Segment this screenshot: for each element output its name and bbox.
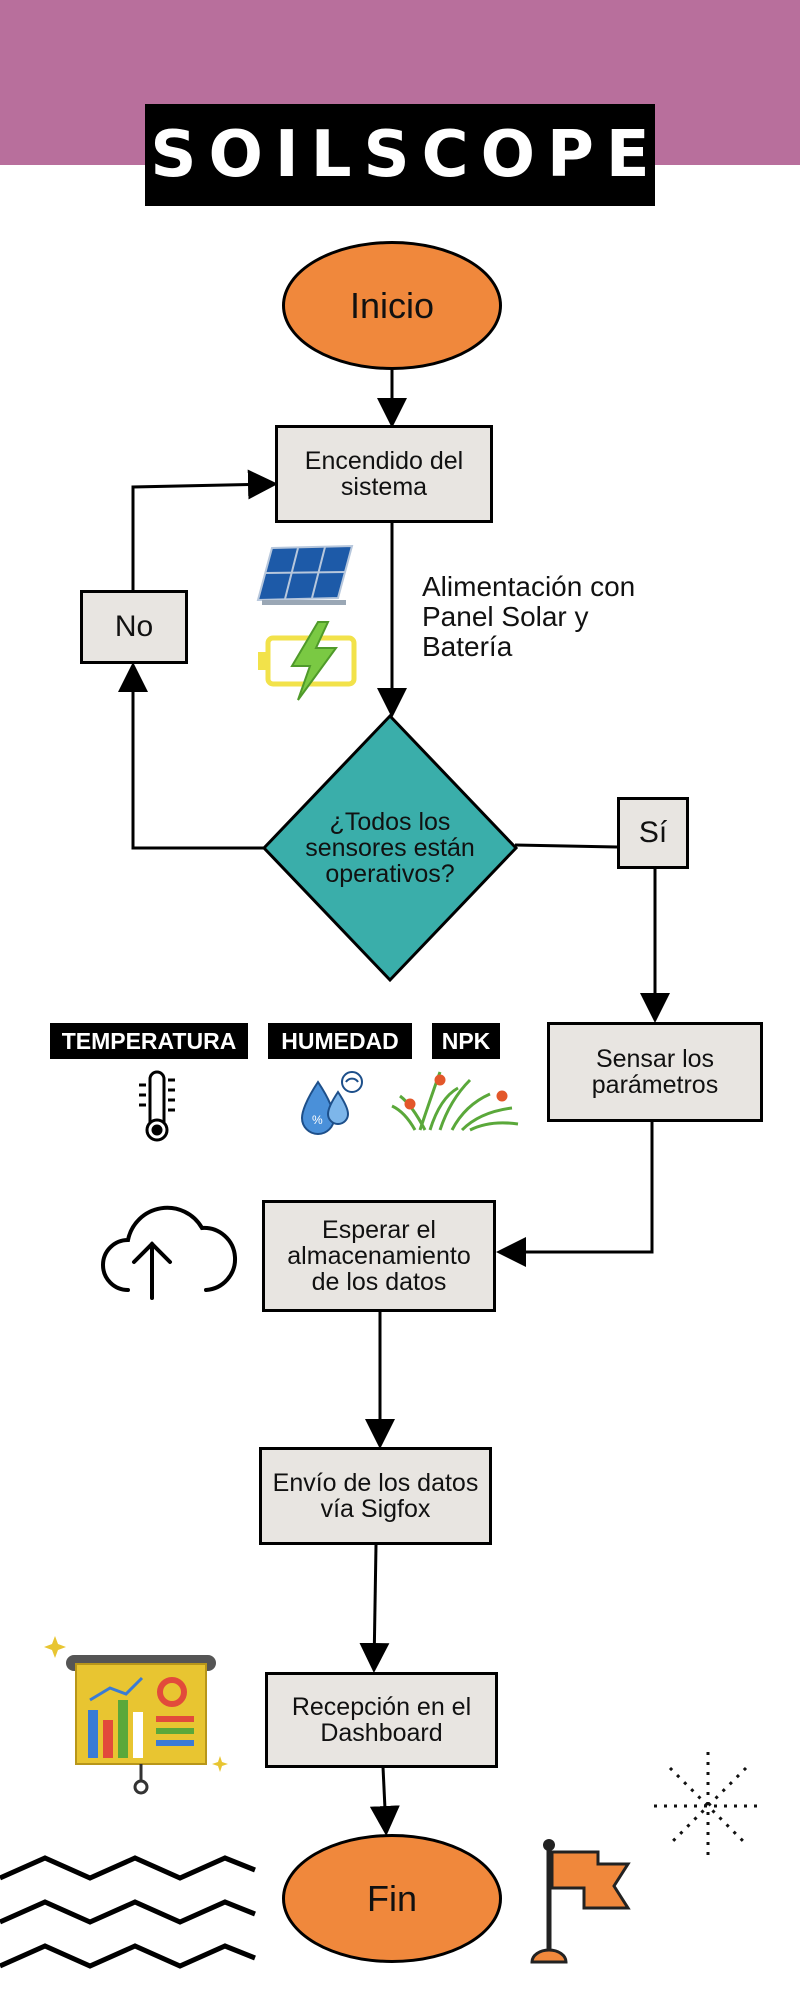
power-on-label: Encendido del sistema — [304, 447, 464, 501]
sense-box: Sensar los parámetros — [547, 1022, 763, 1122]
no-box: No — [80, 590, 188, 664]
decision-label: ¿Todos los sensores están operativos? — [305, 808, 475, 888]
end-label: Fin — [366, 1877, 417, 1919]
flag-icon — [530, 1839, 631, 1964]
sensor-tag-temperature-label: TEMPERATURA — [61, 1027, 237, 1054]
page-title: SOILSCOPE — [150, 118, 662, 192]
solar-panel-icon — [256, 544, 354, 605]
send-box: Envío de los datos vía Sigfox — [259, 1447, 492, 1545]
connector-decision-yes — [514, 843, 618, 849]
sensor-tag-humidity-label: HUMEDAD — [281, 1027, 399, 1054]
start-terminal: Inicio — [282, 241, 502, 370]
receive-box: Recepción en el Dashboard — [265, 1672, 498, 1768]
title-banner: SOILSCOPE — [145, 104, 655, 206]
decision-diamond — [261, 713, 519, 983]
connector-receive-to-end — [369, 1766, 400, 1836]
sensor-tag-temperature: TEMPERATURA — [50, 1023, 248, 1059]
sensor-tag-npk: NPK — [432, 1023, 500, 1059]
sensor-tag-humidity: HUMEDAD — [268, 1023, 412, 1059]
battery-charging-icon — [258, 621, 357, 701]
start-label: Inicio — [349, 284, 435, 326]
send-label: Envío de los datos vía Sigfox — [272, 1469, 479, 1523]
yes-box: Sí — [617, 797, 689, 869]
end-terminal: Fin — [282, 1834, 502, 1963]
power-on-box: Encendido del sistema — [275, 425, 493, 523]
zigzag-decoration — [0, 1855, 256, 1969]
connector-sense-to-wait — [496, 1122, 654, 1267]
no-label: No — [114, 610, 154, 643]
plant-flowers-icon — [391, 1071, 519, 1132]
connector-no-to-power — [131, 469, 278, 590]
sparkle-burst-icon — [654, 1752, 762, 1860]
humidity-drop-icon: % — [300, 1071, 363, 1135]
thermometer-icon — [139, 1070, 175, 1142]
wait-store-box: Esperar el almacenamiento de los datos — [262, 1200, 496, 1312]
svg-text:%: % — [312, 1113, 323, 1127]
yes-label: Sí — [638, 816, 668, 849]
cloud-upload-icon — [101, 1205, 237, 1300]
wait-store-label: Esperar el almacenamiento de los datos — [287, 1216, 471, 1296]
power-note: Alimentación con Panel Solar y Batería — [422, 571, 636, 662]
receive-label: Recepción en el Dashboard — [291, 1693, 472, 1747]
connector-decision-no — [118, 662, 265, 850]
sense-label: Sensar los parámetros — [591, 1045, 719, 1099]
dashboard-board-icon — [44, 1636, 228, 1795]
sensor-tag-npk-label: NPK — [441, 1027, 491, 1054]
connector-send-to-receive — [359, 1544, 390, 1673]
